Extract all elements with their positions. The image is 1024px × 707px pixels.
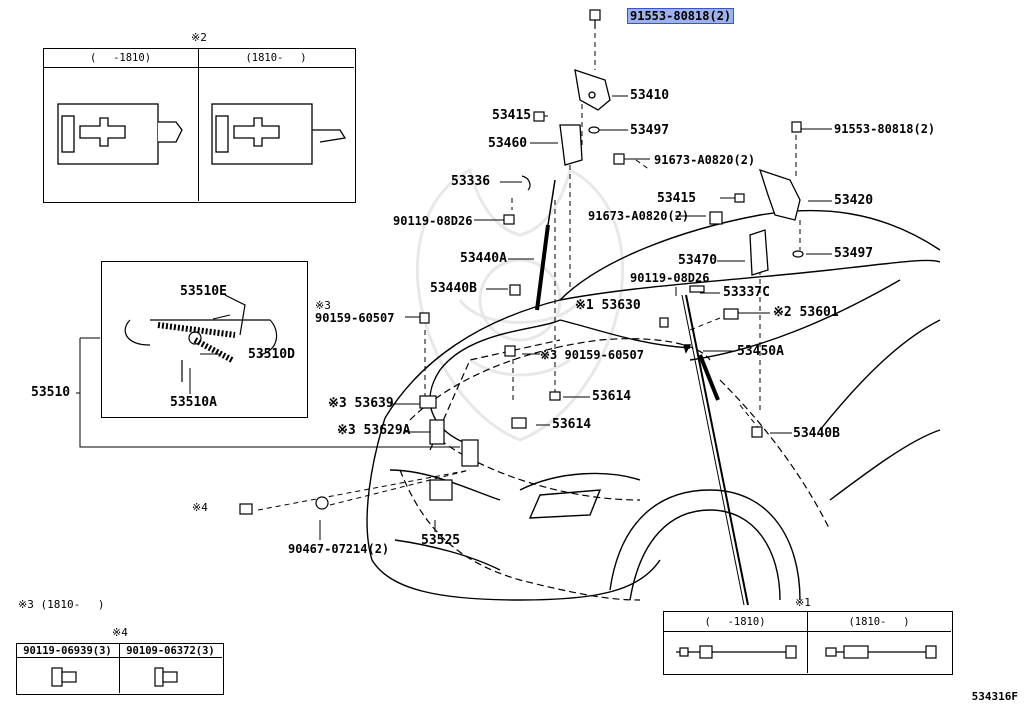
part-53336[interactable]: 53336 — [451, 174, 491, 189]
watermark-logo — [415, 167, 625, 442]
part-91673-a0820-right[interactable]: 91673-A0820(2) — [588, 209, 690, 223]
hood-lock-detail — [124, 294, 278, 382]
fastener-icons — [239, 9, 804, 515]
table4-col-left: 90119-06939(3) — [23, 645, 112, 657]
hood-hinge-right — [749, 168, 801, 276]
vehicle-dashed-outline — [399, 338, 831, 601]
hood-support-rod — [681, 294, 749, 606]
part-53639[interactable]: ※3 53639 — [328, 396, 394, 411]
part-90119-08d26-left[interactable]: 90119-08D26 — [393, 214, 473, 228]
part-53440a[interactable]: 53440A — [460, 251, 507, 266]
part-53440b-top[interactable]: 53440B — [430, 281, 477, 296]
inset2-col-left: ( -1810) — [89, 52, 152, 64]
table4-title: ※4 — [112, 626, 128, 639]
note-3: ※3 (1810- ) — [18, 598, 105, 611]
part-4-mark: ※4 — [192, 501, 208, 514]
hood-lift-strut — [535, 179, 720, 401]
inset1-col-right: (1810- ) — [848, 616, 910, 628]
inset1-col-left: ( -1810) — [704, 616, 766, 628]
part-53601[interactable]: ※2 53601 — [773, 305, 839, 320]
inset2-box — [43, 48, 356, 203]
part-53614-lower[interactable]: 53614 — [552, 417, 592, 432]
part-53629a[interactable]: ※3 53629A — [337, 423, 411, 438]
part-53510[interactable]: 53510 — [31, 385, 71, 400]
part-53614-upper[interactable]: 53614 — [592, 389, 632, 404]
part-53420[interactable]: 53420 — [834, 193, 874, 208]
part-53415-right[interactable]: 53415 — [657, 191, 697, 206]
part-53497-right[interactable]: 53497 — [834, 246, 874, 261]
part-53497-left[interactable]: 53497 — [630, 123, 670, 138]
leader-lines — [76, 95, 832, 540]
inset2-col-right: (1810- ) — [245, 52, 307, 64]
part-53415-left[interactable]: 53415 — [492, 108, 532, 123]
part-53510d[interactable]: 53510D — [248, 347, 295, 362]
part-53337c[interactable]: 53337C — [723, 285, 770, 300]
part-53470[interactable]: 53470 — [678, 253, 718, 268]
inset1-title: ※1 — [795, 596, 811, 609]
table4-col-right: 90109-06372(3) — [126, 645, 215, 657]
part-53450a[interactable]: 53450A — [737, 344, 784, 359]
inset1-drawings — [676, 645, 937, 659]
part-53525[interactable]: 53525 — [421, 533, 461, 548]
part-90159-60507-center[interactable]: ※3 90159-60507 — [540, 348, 644, 362]
table4-box — [16, 643, 224, 695]
hood-lock-inset-box — [101, 261, 308, 418]
part-90159-60507-mark: ※3 — [315, 299, 331, 312]
inset2-title: ※2 — [191, 31, 207, 44]
part-90467-07214[interactable]: 90467-07214(2) — [288, 542, 390, 556]
part-90159-60507-left[interactable]: 90159-60507 — [315, 311, 395, 325]
inset1-box — [663, 611, 953, 675]
dashed-leaders — [257, 24, 801, 511]
table4-col-divider — [119, 643, 120, 693]
inset2-col-divider — [198, 48, 199, 201]
inset2-drawings — [57, 103, 347, 165]
table4-drawings — [51, 667, 178, 687]
part-90119-08d26-right[interactable]: 90119-08D26 — [630, 271, 710, 285]
part-53510a[interactable]: 53510A — [170, 395, 217, 410]
part-53460[interactable]: 53460 — [488, 136, 528, 151]
part-91553-80818-top[interactable]: 91553-80818(2) — [627, 8, 735, 24]
part-53410[interactable]: 53410 — [630, 88, 670, 103]
hood-hinge-left — [559, 69, 611, 166]
part-91553-80818-right[interactable]: 91553-80818(2) — [834, 122, 936, 136]
part-53630[interactable]: ※1 53630 — [575, 298, 641, 313]
inset1-col-divider — [807, 611, 808, 673]
part-91673-a0820-left[interactable]: 91673-A0820(2) — [654, 153, 756, 167]
part-53510e[interactable]: 53510E — [180, 284, 227, 299]
part-53440b-bottom[interactable]: 53440B — [793, 426, 840, 441]
diagram-reference: 534316F — [971, 690, 1018, 703]
